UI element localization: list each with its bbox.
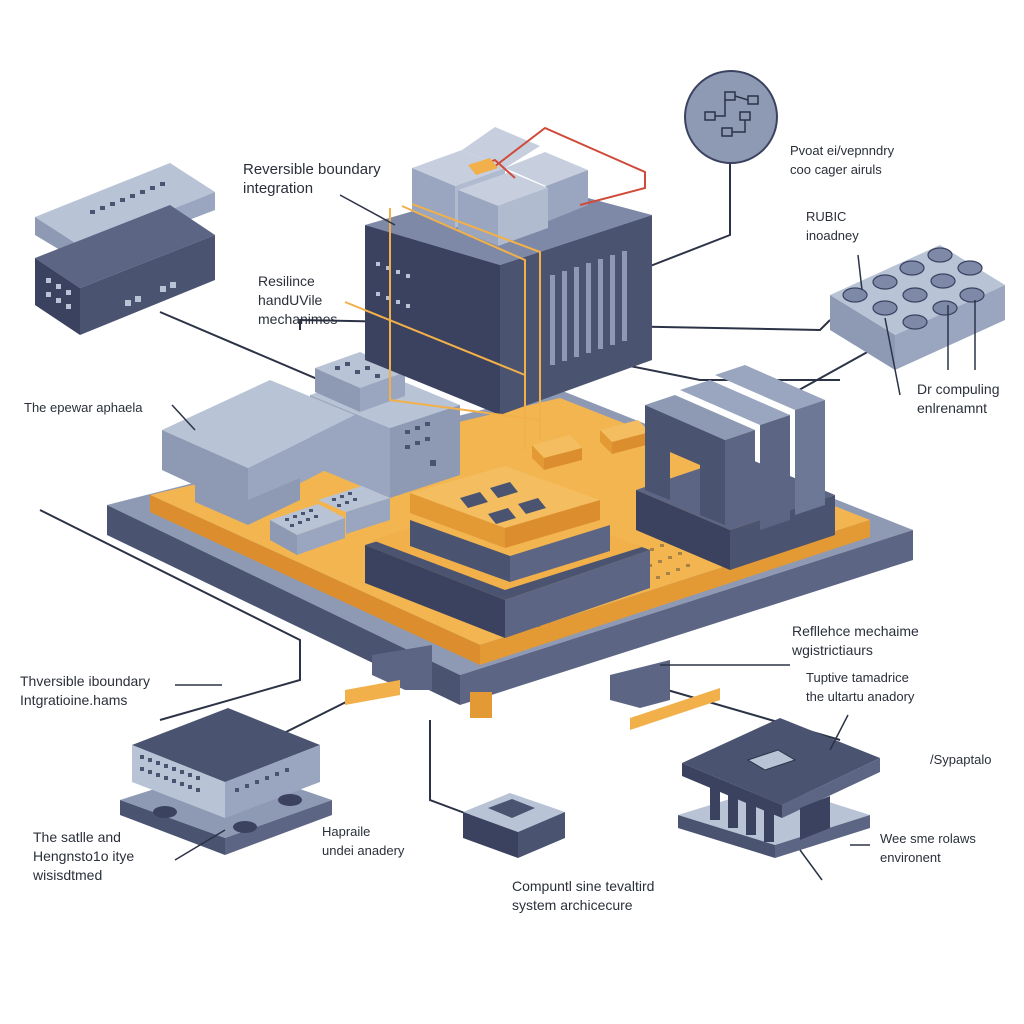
label-line: wisisdtmed — [33, 867, 103, 883]
label-line: Resilince — [258, 273, 315, 289]
label-line: /Sypaptalo — [930, 752, 992, 767]
label-line: The satlle and — [33, 829, 121, 845]
label-line: RUBIC — [806, 209, 847, 224]
label-line: Hapraile — [322, 824, 371, 839]
central-chip-stack — [365, 466, 650, 638]
label-reversible-boundary: Reversible boundary integration — [243, 160, 381, 198]
top-left-switch — [35, 163, 215, 335]
node-cluster-icon — [830, 245, 1005, 396]
chip-icon — [460, 482, 546, 524]
label-hapraile: Hapraile undei anadery — [322, 822, 404, 860]
small-components — [532, 420, 650, 470]
label-tuptive: Tuptive tamadrice the ultartu anadory — [806, 668, 914, 706]
label-line: Tuptive tamadrice — [806, 670, 909, 685]
label-line: Dr compuling — [917, 381, 1000, 397]
label-line: Intgratioine.hams — [20, 692, 128, 708]
central-server-tower — [344, 126, 652, 450]
network-globe-icon — [684, 70, 778, 164]
platform-connectors — [345, 645, 720, 730]
label-rubic: RUBIC inoadney — [806, 207, 859, 245]
label-line: Pvoat ei/vepnndry — [790, 143, 895, 158]
label-reflience: Refllehce mechaime wgistrictiaurs — [792, 622, 919, 660]
label-epewar: The epewar aphaela — [24, 398, 143, 417]
chip-icon — [463, 793, 565, 858]
label-pointers — [171, 194, 870, 881]
label-thversible: Thversible iboundary Intgratioine.hams — [20, 672, 150, 710]
right-rack-block — [636, 365, 835, 570]
label-line: enlrenamnt — [917, 400, 988, 416]
bottom-left-building — [120, 708, 332, 855]
label-line: Thversible iboundary — [20, 673, 150, 689]
label-line: coo cager airuls — [790, 162, 882, 177]
label-line: mechanimes — [258, 311, 338, 327]
label-line: undei anadery — [322, 843, 405, 858]
label-line: the ultartu anadory — [806, 689, 915, 704]
label-line: environent — [880, 850, 941, 865]
label-sypapto: /Sypaptalo — [930, 750, 991, 769]
label-line: Wee sme rolaws — [880, 831, 976, 846]
label-wee-sme: Wee sme rolaws environent — [880, 829, 976, 867]
label-line: Compuntl sine tevaltird — [512, 878, 655, 894]
label-line: Reversible boundary — [243, 161, 381, 178]
server-rack-icon — [678, 718, 880, 858]
label-dr-computing: Dr compuling enlrenamnt — [917, 380, 999, 418]
label-sattle: The satlle and Hengnsto1o itye wisisdtme… — [33, 828, 134, 885]
label-line: handUVile — [258, 292, 323, 308]
label-line: Refllehce mechaime — [792, 623, 919, 639]
label-computing-system: Compuntl sine tevaltird system archicecu… — [512, 877, 654, 915]
label-line: Hengnsto1o itye — [33, 848, 135, 864]
label-line: The epewar aphaela — [24, 400, 143, 415]
left-module-cluster — [162, 352, 460, 555]
label-line: integration — [243, 180, 314, 197]
label-line: wgistrictiaurs — [792, 642, 873, 658]
label-pvoat: Pvoat ei/vepnndry coo cager airuls — [790, 141, 894, 179]
label-resilience-handle: Resilince handUVile mechanimes — [258, 272, 337, 329]
label-line: inoadney — [806, 228, 859, 243]
label-line: system archicecure — [512, 897, 633, 913]
